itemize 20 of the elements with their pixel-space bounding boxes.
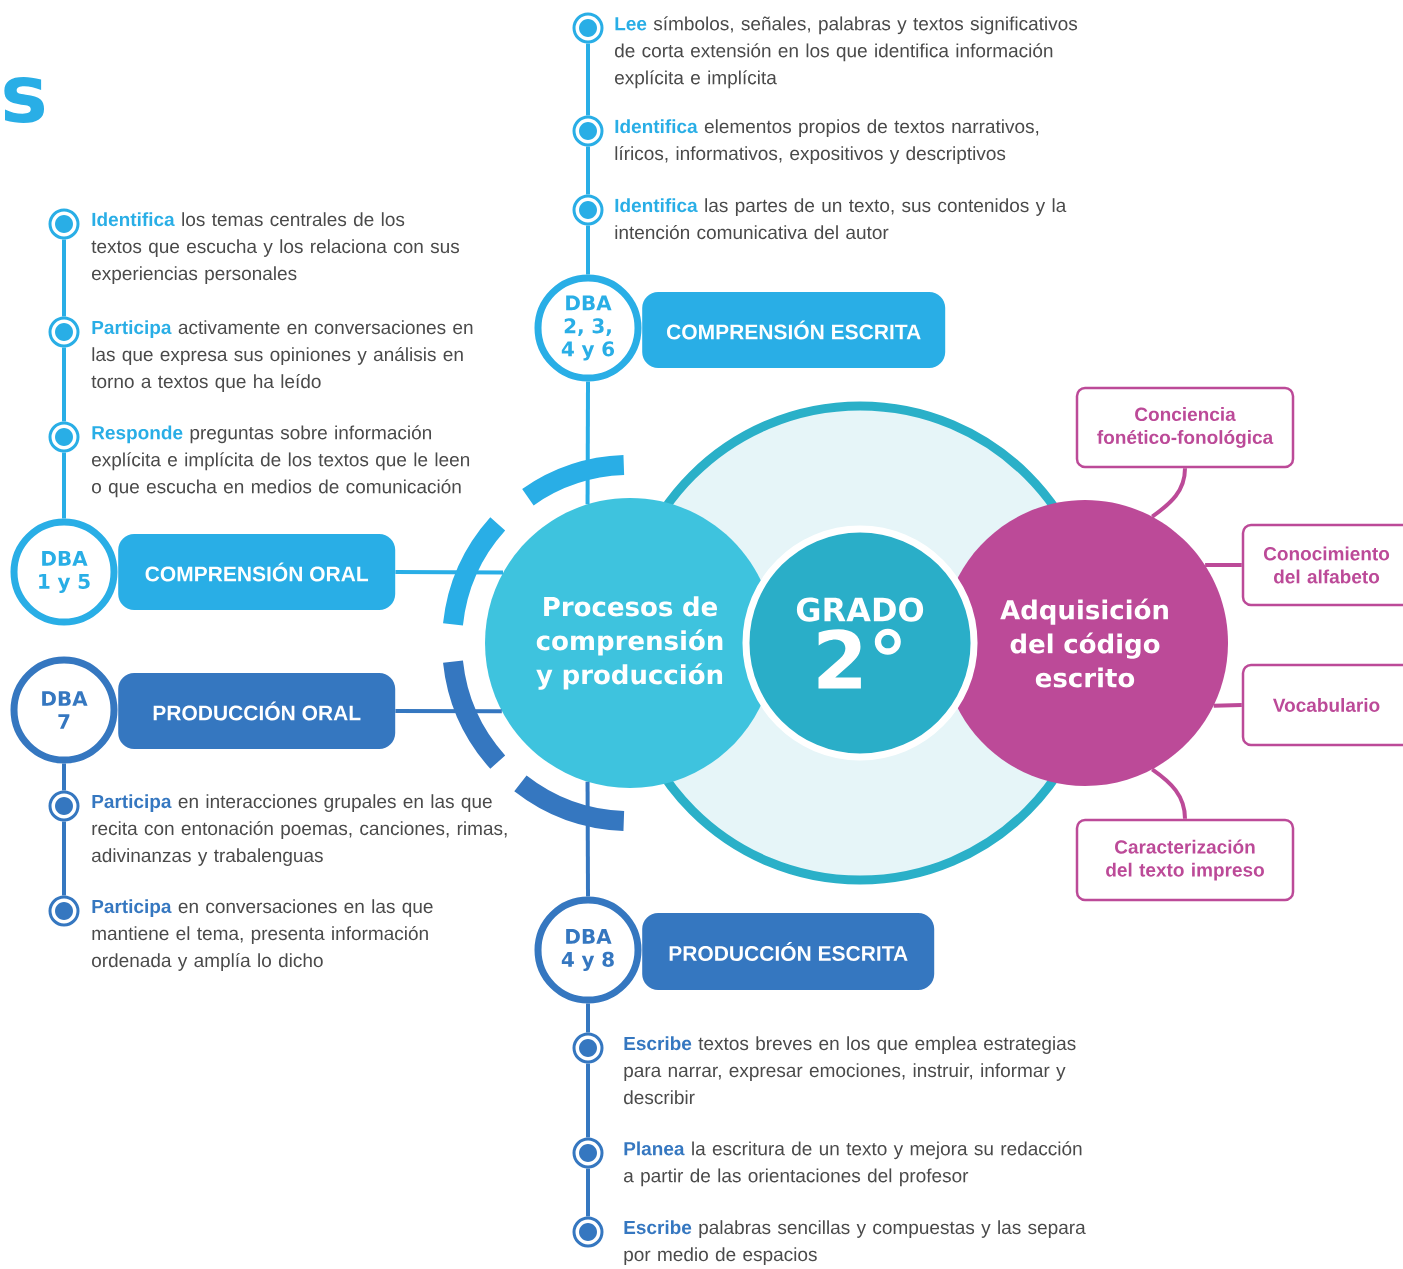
topic-box: Caracterización del texto impreso (1075, 818, 1295, 902)
topic-box: Conciencia fonético-fonológica (1075, 386, 1295, 469)
bullet-text: Participa activamente en conversaciones en las que expresa sus opiniones y análisis en torno a textos que ha leído (91, 320, 473, 392)
bullet-text: Planea la escritura de un texto y mejora su redacción a partir de las orientaciones del profesor (624, 1141, 1082, 1187)
topic-box: Vocabulario (1241, 663, 1403, 747)
bullet-text: Participa en conversaciones en las que mantiene el tema, presenta información ordenada y amplía lo dicho (92, 899, 433, 971)
topic-box: Conocimiento del alfabeto (1241, 523, 1403, 607)
title-band: PRODUCCIÓN ORAL (118, 673, 396, 749)
bullet-text: Responde preguntas sobre información explícita e implícita de los textos que le leen o que escucha en medios de comunicación (92, 425, 470, 498)
title-band: COMPRENSIÓN ORAL (118, 534, 396, 610)
bullet-text: Identifica elementos propios de textos narrativos, líricos, informativos, expositivos y descriptivos (615, 119, 1039, 164)
bullet-text: Lee símbolos, señales, palabras y textos significativos de corta extensión en los que identifica información explícita e implícita (615, 16, 1078, 89)
title-band: COMPRENSIÓN ESCRITA (642, 292, 946, 368)
title-band: PRODUCCIÓN ESCRITA (642, 913, 935, 990)
bullet-text: Identifica los temas centrales de los textos que escucha y los relaciona con sus experiencias personales (91, 212, 460, 284)
bullet-text: Identifica las partes de un texto, sus contenidos y la intención comunicativa del autor (615, 198, 1067, 240)
heading: s (4, 77, 45, 123)
bullet-text: Escribe textos breves en los que emplea estrategias para narrar, expresar emociones, instruir, informar y describir (624, 1036, 1076, 1105)
bullet-text: Escribe palabras sencillas y compuestas y las separa por medio de espacios (624, 1220, 1086, 1265)
bullet-text: Participa en interacciones grupales en las que recita con entonación poemas, canciones, rimas, adivinanzas y trabalenguas (92, 794, 507, 866)
